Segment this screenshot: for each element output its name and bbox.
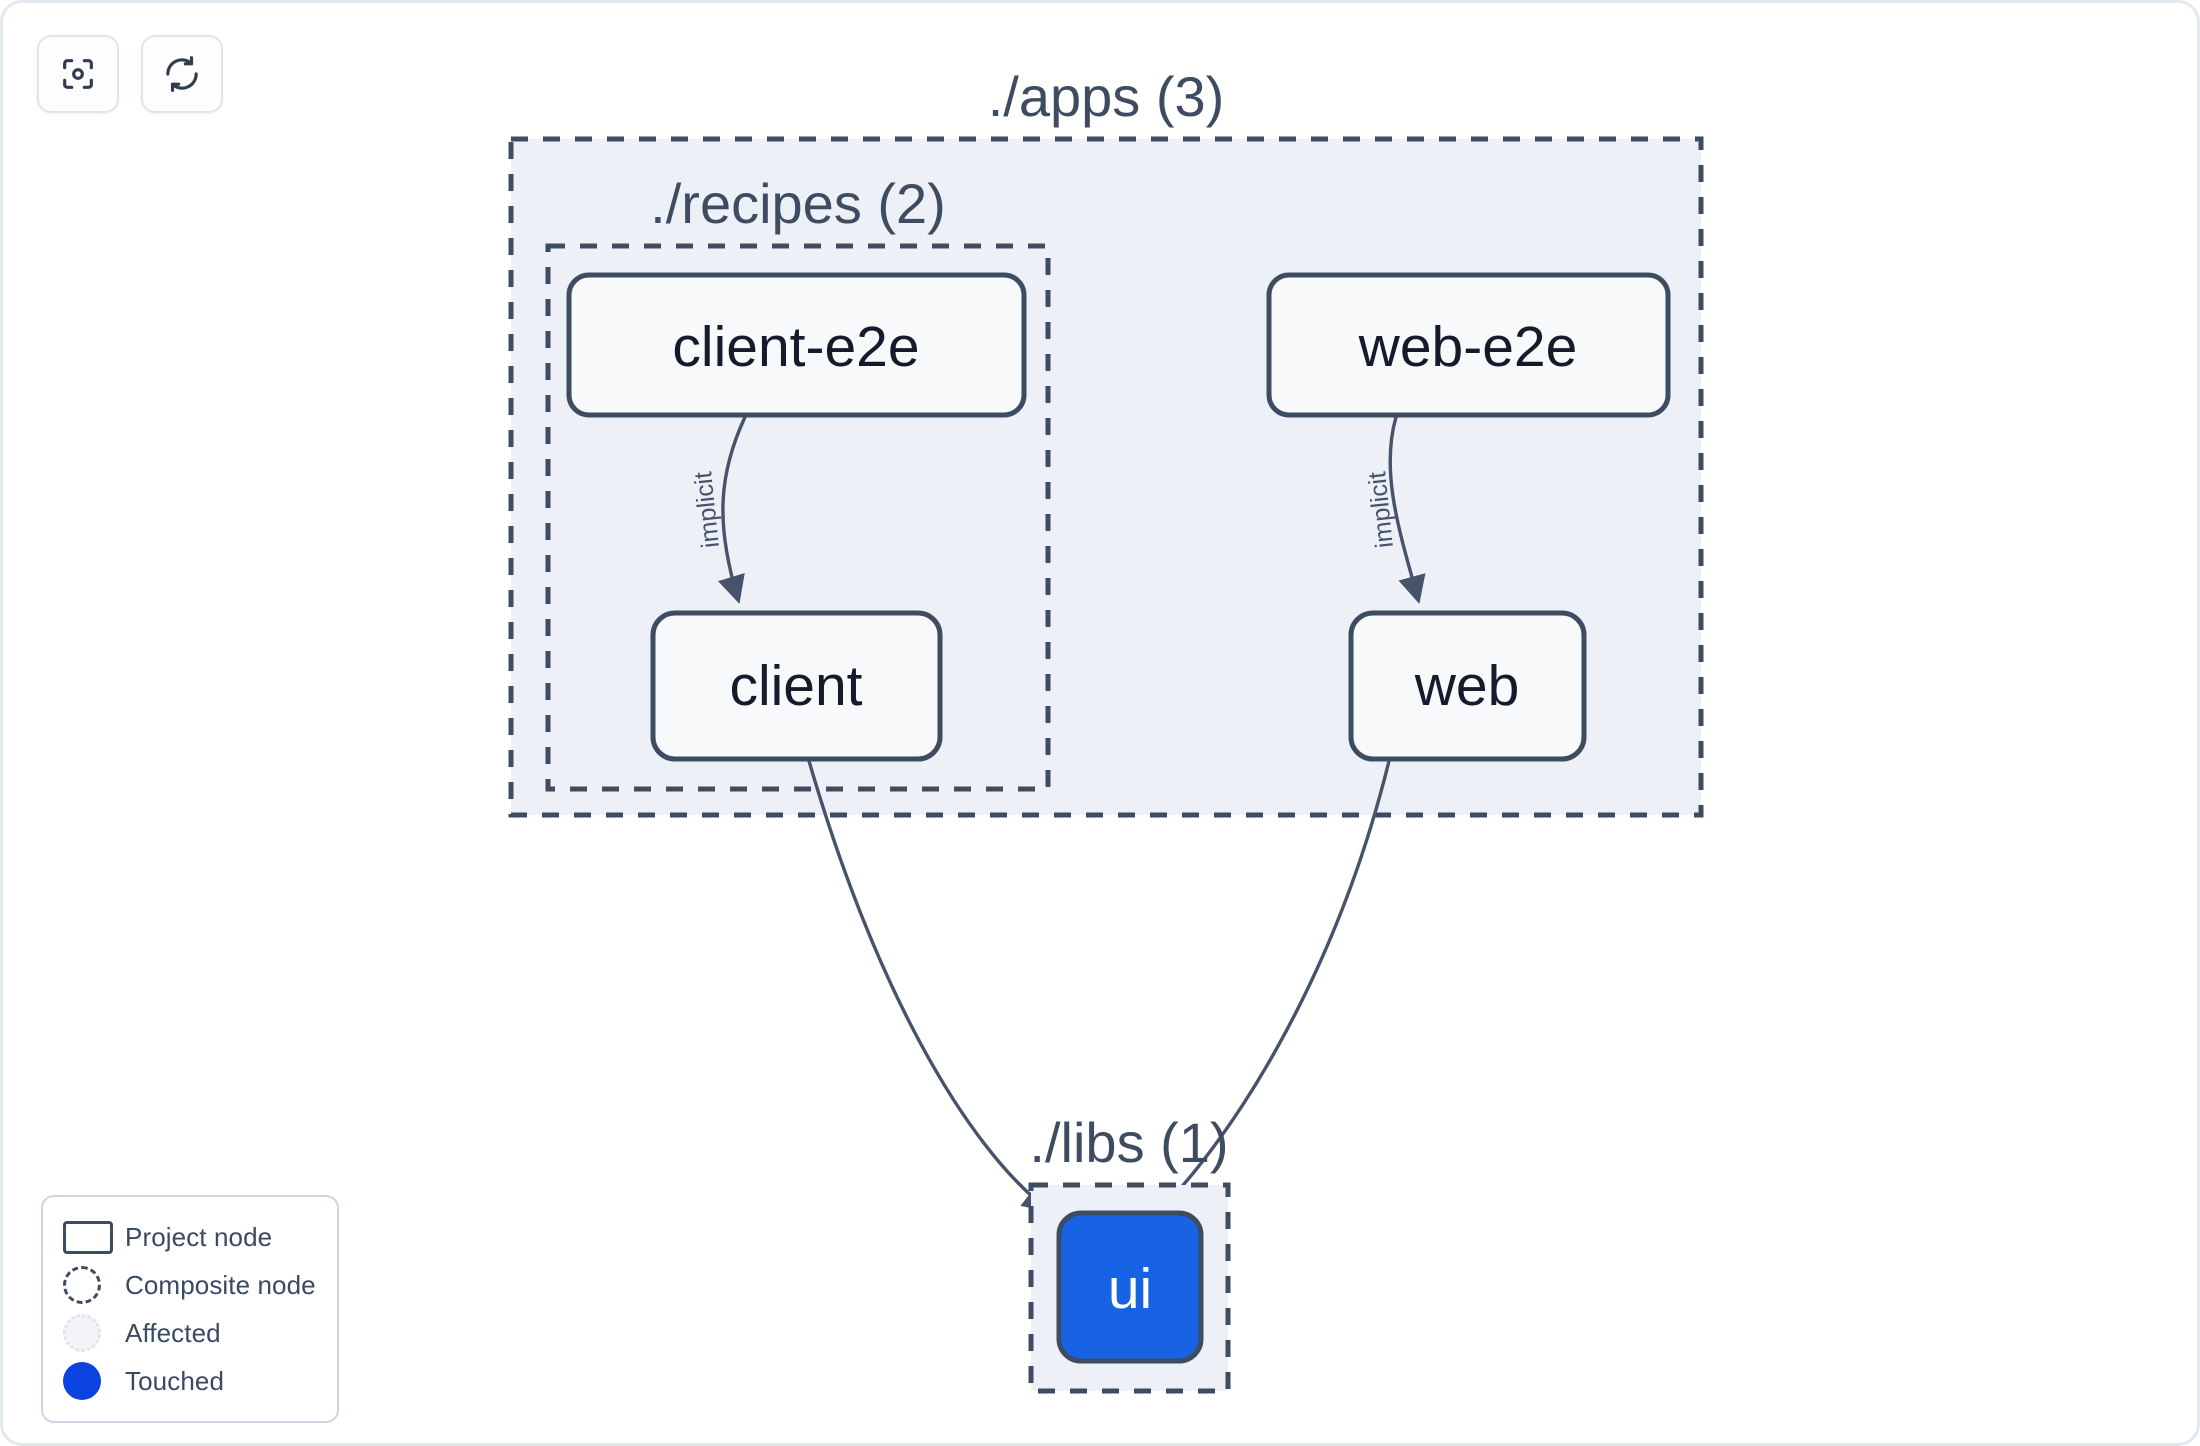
node-ui-box[interactable] (1056, 1210, 1204, 1364)
legend-item-affected: Affected (63, 1309, 319, 1357)
node-client-e2e[interactable]: client-e2e (566, 272, 1027, 418)
group-libs-label: ./libs (1) (1029, 1111, 1228, 1174)
node-web-e2e-box[interactable] (1266, 272, 1671, 418)
dashed-circle-icon (63, 1266, 125, 1304)
node-web-e2e-label: web-e2e (1358, 315, 1578, 379)
graph-toolbar (37, 35, 223, 113)
node-web-e2e[interactable]: web-e2e (1266, 272, 1671, 418)
node-client[interactable]: client (650, 610, 943, 762)
legend-item-touched: Touched (63, 1357, 319, 1405)
refresh-graph-button[interactable] (141, 35, 223, 113)
edge-web-e2e-to-web-path (1388, 416, 1426, 604)
project-graph[interactable]: ./apps (3) ./recipes (2) client-e2e web-… (3, 3, 2200, 1446)
legend-item-composite-node: Composite node (63, 1261, 319, 1309)
legend-label-touched: Touched (125, 1365, 224, 1396)
node-client-e2e-label: client-e2e (672, 315, 919, 379)
node-web-box[interactable] (1348, 610, 1587, 762)
legend-label-composite-node: Composite node (125, 1269, 316, 1300)
focus-target-icon (58, 54, 98, 94)
dotted-circle-icon (63, 1314, 125, 1352)
node-ui[interactable]: ui (1056, 1210, 1204, 1364)
edge-web-to-ui-path (1157, 760, 1391, 1213)
legend-label-affected: Affected (125, 1317, 221, 1348)
focus-graph-button[interactable] (37, 35, 119, 113)
group-apps-label: ./apps (3) (988, 65, 1225, 128)
node-client-e2e-box[interactable] (566, 272, 1027, 418)
node-ui-label: ui (1108, 1257, 1152, 1321)
group-recipes-label: ./recipes (2) (650, 172, 946, 235)
refresh-sync-icon (162, 54, 202, 94)
edge-web-e2e-to-web[interactable]: implicit (1363, 416, 1426, 604)
legend-label-project-node: Project node (125, 1221, 273, 1252)
edge-client-to-ui-path (807, 760, 1052, 1213)
edge-client-e2e-to-client-path (717, 416, 747, 604)
edge-client-to-ui[interactable] (807, 760, 1052, 1213)
node-web[interactable]: web (1348, 610, 1587, 762)
node-client-label: client (729, 654, 862, 718)
node-client-box[interactable] (650, 610, 943, 762)
edge-web-to-ui[interactable] (1157, 760, 1391, 1213)
filled-circle-icon (63, 1362, 125, 1400)
rect-outline-icon (63, 1220, 125, 1254)
legend-item-project-node: Project node (63, 1213, 319, 1261)
graph-legend: Project node Composite node Affected Tou… (41, 1195, 339, 1423)
node-web-label: web (1414, 654, 1520, 718)
